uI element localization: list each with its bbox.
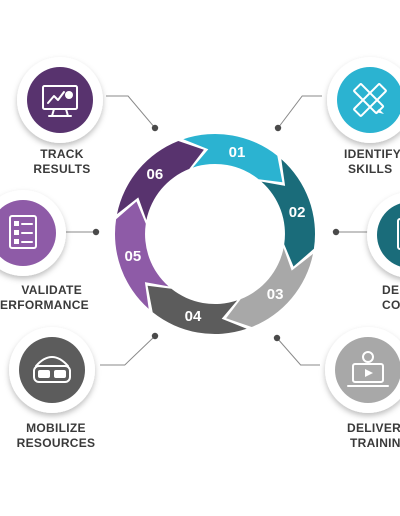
step-number-06: 06	[147, 166, 164, 183]
label-step-06-line1: TRACK	[40, 147, 84, 161]
connector-dot-05	[92, 228, 100, 236]
label-step-06-line2: RESULTS	[33, 162, 91, 176]
label-step-03-line2: TRAINING	[350, 436, 400, 450]
checklist-icon	[9, 215, 37, 249]
label-step-04-line1: MOBILIZE	[26, 421, 86, 435]
label-step-02-line1: DE	[382, 283, 400, 297]
step-03-badge	[325, 327, 400, 413]
connector-dot-04	[151, 332, 159, 340]
step-02-badge	[367, 193, 400, 277]
video-training-icon	[347, 351, 389, 387]
label-step-05: VALIDATE PERFORMANCE	[0, 283, 92, 313]
label-step-01-line1: IDENTIFY	[344, 147, 400, 161]
connector-dot-03	[273, 334, 281, 342]
cycle-ring	[114, 134, 316, 334]
label-step-02-line2: CO	[382, 298, 400, 312]
label-step-03: DELIVER TRAINING	[310, 421, 400, 451]
connector-line-01	[277, 95, 322, 129]
connector-lines	[66, 95, 372, 366]
pencil-ruler-icon	[353, 83, 387, 117]
document-icon	[397, 218, 400, 250]
connector-line-04	[100, 335, 156, 366]
badge-fill	[19, 337, 85, 403]
connector-dot-01	[274, 124, 282, 132]
label-step-01: IDENTIFY SKILLS	[310, 147, 400, 177]
step-05-badge	[0, 190, 66, 276]
connector-dot-02	[332, 228, 340, 236]
badge-fill	[27, 67, 93, 133]
badge-fill	[335, 337, 400, 403]
label-step-02: DE CO	[374, 283, 400, 313]
label-step-04: MOBILIZE RESOURCES	[0, 421, 130, 451]
step-number-01: 01	[229, 144, 246, 161]
connector-dot-06	[151, 124, 159, 132]
connector-line-03	[276, 337, 320, 366]
analytics-monitor-icon	[42, 85, 78, 117]
step-01-badge	[327, 57, 400, 143]
label-step-04-line2: RESOURCES	[16, 436, 96, 450]
step-04-badge	[9, 327, 95, 413]
ring-segment-05	[114, 201, 169, 309]
ring-segment-01	[183, 134, 283, 183]
badge-fill	[377, 203, 400, 267]
label-step-01-line2: SKILLS	[348, 162, 393, 176]
connector-line-06	[106, 95, 156, 129]
step-numbers: 01 02 03 04 05 06	[125, 144, 306, 325]
ring-segment-03	[226, 248, 313, 327]
badge-fill	[337, 67, 400, 133]
step-06-badge	[17, 57, 103, 143]
step-number-04: 04	[185, 308, 202, 325]
label-step-05-line1: VALIDATE	[21, 283, 82, 297]
vr-headset-icon	[33, 356, 71, 383]
step-icon-circles	[0, 57, 400, 413]
step-number-03: 03	[267, 286, 284, 303]
step-number-05: 05	[125, 248, 142, 265]
ring-segment-02	[261, 159, 316, 267]
label-step-03-line1: DELIVER	[347, 421, 400, 435]
step-number-02: 02	[289, 204, 306, 221]
label-step-06: TRACK RESULTS	[0, 147, 127, 177]
label-step-05-line2: PERFORMANCE	[0, 298, 89, 312]
ring-segment-04	[147, 285, 247, 334]
ring-segment-06	[117, 141, 204, 220]
